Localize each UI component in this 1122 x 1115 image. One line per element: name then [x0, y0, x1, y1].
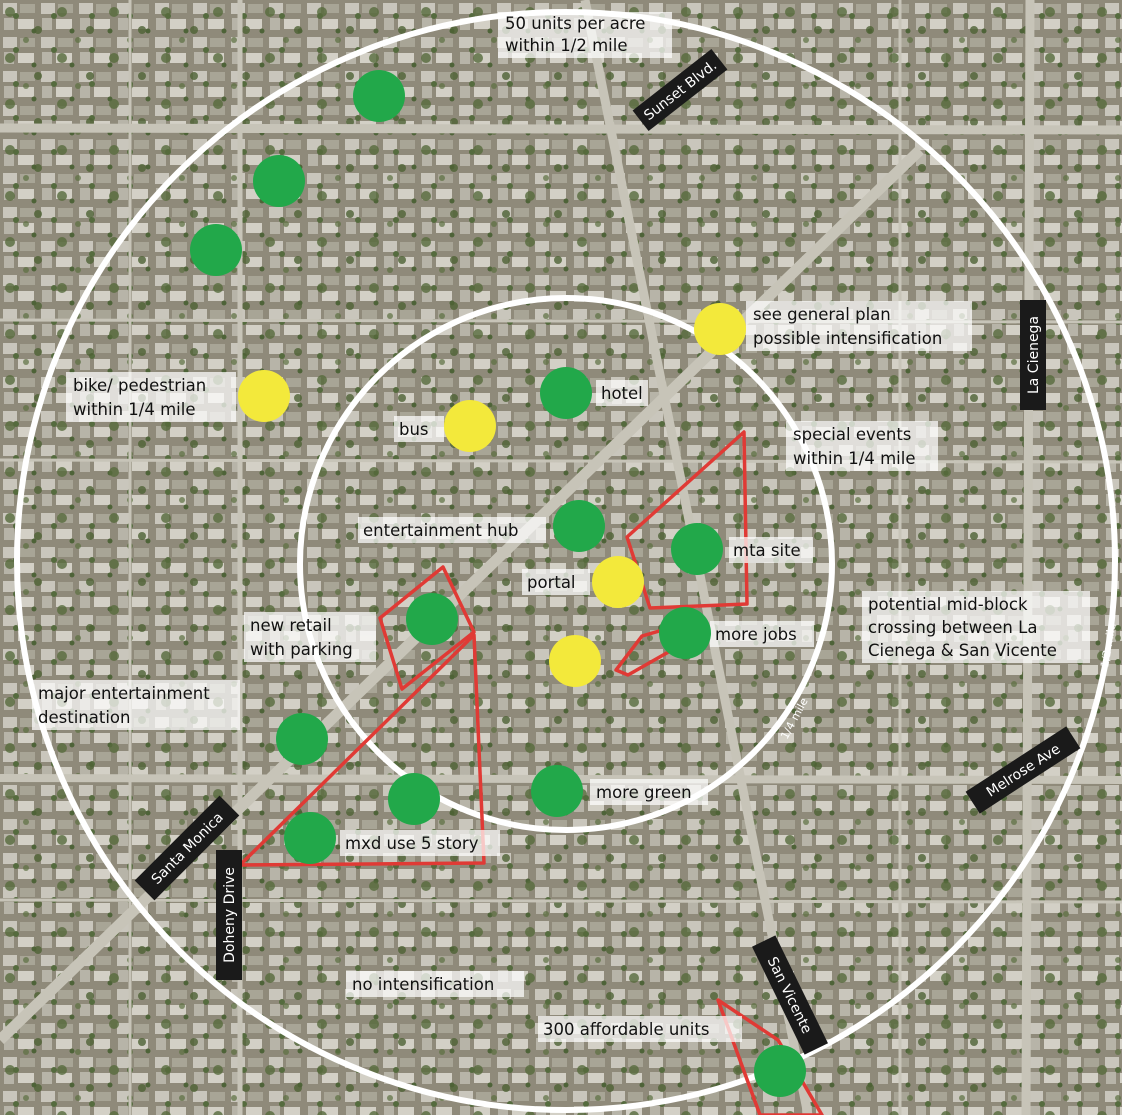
- road-la-cienega: La Cienega: [1020, 300, 1046, 410]
- site-outline-retail: [378, 565, 476, 691]
- label-units-line2: within 1/2 mile: [505, 36, 628, 55]
- label-no-intensification: no intensification: [352, 975, 494, 994]
- label-hotel: hotel: [601, 384, 643, 403]
- quarter-mile-ring: [297, 295, 835, 833]
- label-bike-line1: bike/ pedestrian: [73, 376, 206, 395]
- label-see-plan-line1: see general plan: [753, 305, 891, 324]
- green-marker: [406, 593, 458, 645]
- label-major-line2: destination: [38, 708, 130, 727]
- label-major-line1: major entertainment: [38, 684, 210, 703]
- label-affordable-units: 300 affordable units: [543, 1020, 709, 1039]
- green-marker: [190, 224, 242, 276]
- road-doheny-label: Doheny Drive: [222, 867, 238, 963]
- road-doheny: Doheny Drive: [216, 850, 242, 980]
- road-la-cienega-label: La Cienega: [1026, 316, 1042, 394]
- label-mta-site: mta site: [733, 541, 801, 560]
- green-marker: [284, 812, 336, 864]
- green-marker: [754, 1045, 806, 1097]
- site-outline-corridor: [238, 633, 486, 867]
- label-new-retail-line2: with parking: [250, 640, 353, 659]
- yellow-marker: [444, 400, 496, 452]
- yellow-marker: [694, 303, 746, 355]
- green-marker: [253, 155, 305, 207]
- yellow-marker: [549, 635, 601, 687]
- yellow-marker: [238, 370, 290, 422]
- label-see-plan-line2: possible intensification: [753, 329, 942, 348]
- label-crossing-line2: crossing between La: [868, 618, 1037, 637]
- label-more-jobs: more jobs: [715, 625, 797, 644]
- label-crossing-line3: Cienega & San Vicente: [868, 641, 1057, 660]
- label-units-line1: 50 units per acre: [505, 14, 645, 33]
- markers: [190, 70, 806, 1097]
- green-marker: [353, 70, 405, 122]
- green-marker: [388, 773, 440, 825]
- label-portal: portal: [527, 573, 576, 592]
- label-crossing-line1: potential mid-block: [868, 595, 1028, 614]
- green-marker: [671, 523, 723, 575]
- label-entertainment-hub: entertainment hub: [363, 521, 518, 540]
- green-marker: [276, 713, 328, 765]
- label-bus: bus: [399, 420, 429, 439]
- label-more-green: more green: [596, 783, 692, 802]
- label-bike-line2: within 1/4 mile: [73, 400, 196, 419]
- label-mxd-use: mxd use 5 story: [345, 834, 479, 853]
- label-new-retail-line1: new retail: [250, 616, 332, 635]
- label-special-line2: within 1/4 mile: [793, 449, 916, 468]
- label-backdrops: [32, 12, 1090, 1042]
- green-marker: [553, 500, 605, 552]
- green-marker: [531, 765, 583, 817]
- green-marker: [540, 367, 592, 419]
- site-outline-affordable: [716, 998, 824, 1115]
- yellow-marker: [592, 556, 644, 608]
- green-marker: [659, 607, 711, 659]
- label-special-line1: special events: [793, 425, 911, 444]
